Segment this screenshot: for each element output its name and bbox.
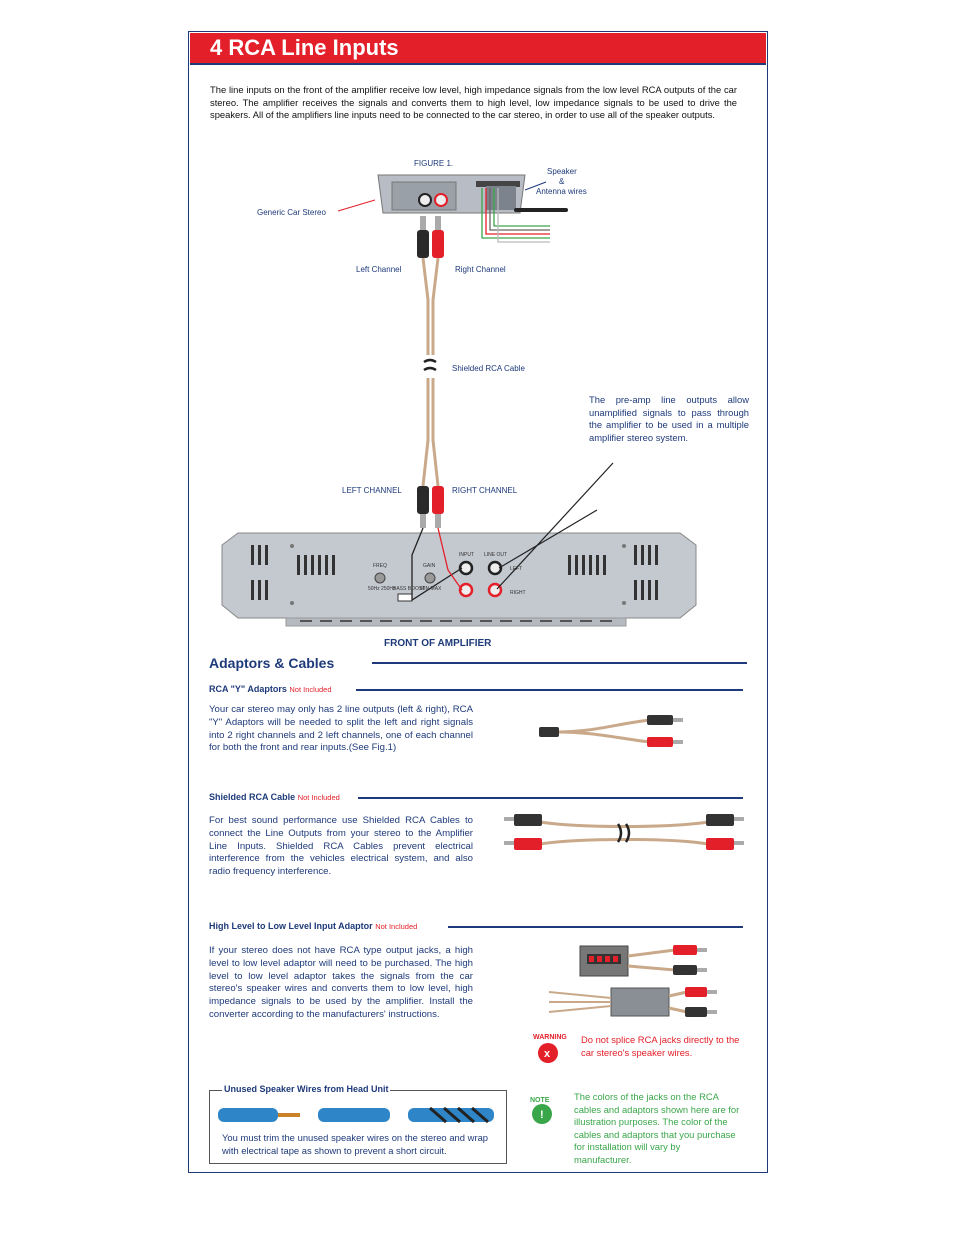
warning-badge-icon: WARNING x <box>533 1034 567 1063</box>
heading-rule <box>372 662 747 664</box>
preamp-note: The pre-amp line outputs allow unamplifi… <box>589 394 749 443</box>
intro-text: The line inputs on the front of the ampl… <box>210 84 737 121</box>
hi-lo-adaptor-title: High Level to Low Level Input Adaptor No… <box>209 921 418 931</box>
speaker-label: Speaker <box>547 167 577 176</box>
amp-right-label: RIGHT <box>510 590 526 596</box>
amp-left-label: LEFT <box>510 566 522 572</box>
amplifier-illustration <box>221 532 697 627</box>
unused-wires-text: You must trim the unused speaker wires o… <box>222 1132 488 1156</box>
top-rca-plugs <box>417 216 444 258</box>
left-channel-label: Left Channel <box>356 265 402 274</box>
amp-lineout-label: LINE OUT <box>484 552 507 558</box>
svg-text:!: ! <box>540 1109 544 1121</box>
generic-car-stereo-label: Generic Car Stereo <box>257 208 326 217</box>
shielded-cable-label: Shielded RCA Cable <box>452 364 525 373</box>
y-adaptor-rule <box>356 689 743 691</box>
shielded-cable-rule <box>358 797 743 799</box>
y-adaptor-image <box>539 715 683 747</box>
hi-lo-adaptor-rule <box>448 926 743 928</box>
y-adaptor-title: RCA "Y" Adaptors Not Included <box>209 684 332 694</box>
hi-lo-adaptor-image <box>548 945 717 1017</box>
title-bar: 4 RCA Line Inputs <box>190 33 766 65</box>
wire-trim-illustration <box>218 1106 494 1124</box>
amp-input-label: INPUT <box>459 552 474 558</box>
amp-gain-label: GAIN <box>423 563 436 569</box>
adaptors-heading: Adaptors & Cables <box>209 655 335 671</box>
y-adaptor-text: Your car stereo may only has 2 line outp… <box>209 704 473 754</box>
bottom-rca-plugs <box>417 486 444 528</box>
svg-text:WARNING: WARNING <box>533 1034 567 1041</box>
figure-label: FIGURE 1. <box>414 159 454 168</box>
front-of-amplifier-caption: FRONT OF AMPLIFIER <box>384 638 492 649</box>
note-text: The colors of the jacks on the RCA cable… <box>574 1091 740 1165</box>
hi-lo-adaptor-text: If your stereo does not have RCA type ou… <box>209 945 473 1020</box>
note-badge-icon: NOTE ! <box>530 1097 552 1124</box>
svg-text:x: x <box>544 1048 551 1060</box>
amp-freq-label: FREQ <box>373 563 387 569</box>
page-title: 4 RCA Line Inputs <box>210 35 399 60</box>
antenna-wires-label: Antenna wires <box>536 187 587 196</box>
shielded-cable-text: For best sound performance use Shielded … <box>209 815 473 878</box>
shielded-cable-title: Shielded RCA Cable Not Included <box>209 792 340 802</box>
amp-bassboost-label: BASS BOOST <box>393 586 425 592</box>
right-channel-caps-label: RIGHT CHANNEL <box>452 486 518 495</box>
right-channel-label: Right Channel <box>455 265 506 274</box>
car-stereo-illustration <box>377 174 568 214</box>
page-frame <box>188 31 768 1173</box>
unused-wires-title: Unused Speaker Wires from Head Unit <box>222 1084 391 1094</box>
shielded-cable-run <box>421 257 440 487</box>
speaker-wires <box>481 188 550 243</box>
left-channel-caps-label: LEFT CHANNEL <box>342 486 402 495</box>
ampersand-label: & <box>559 177 565 186</box>
warning-text: Do not splice RCA jacks directly to the … <box>581 1034 740 1058</box>
shielded-cable-image <box>504 814 744 850</box>
svg-text:NOTE: NOTE <box>530 1097 550 1104</box>
amp-freq-range-label: 50Hz 250Hz <box>368 586 396 592</box>
amp-gain-range-label: MIN MAX <box>420 586 442 592</box>
